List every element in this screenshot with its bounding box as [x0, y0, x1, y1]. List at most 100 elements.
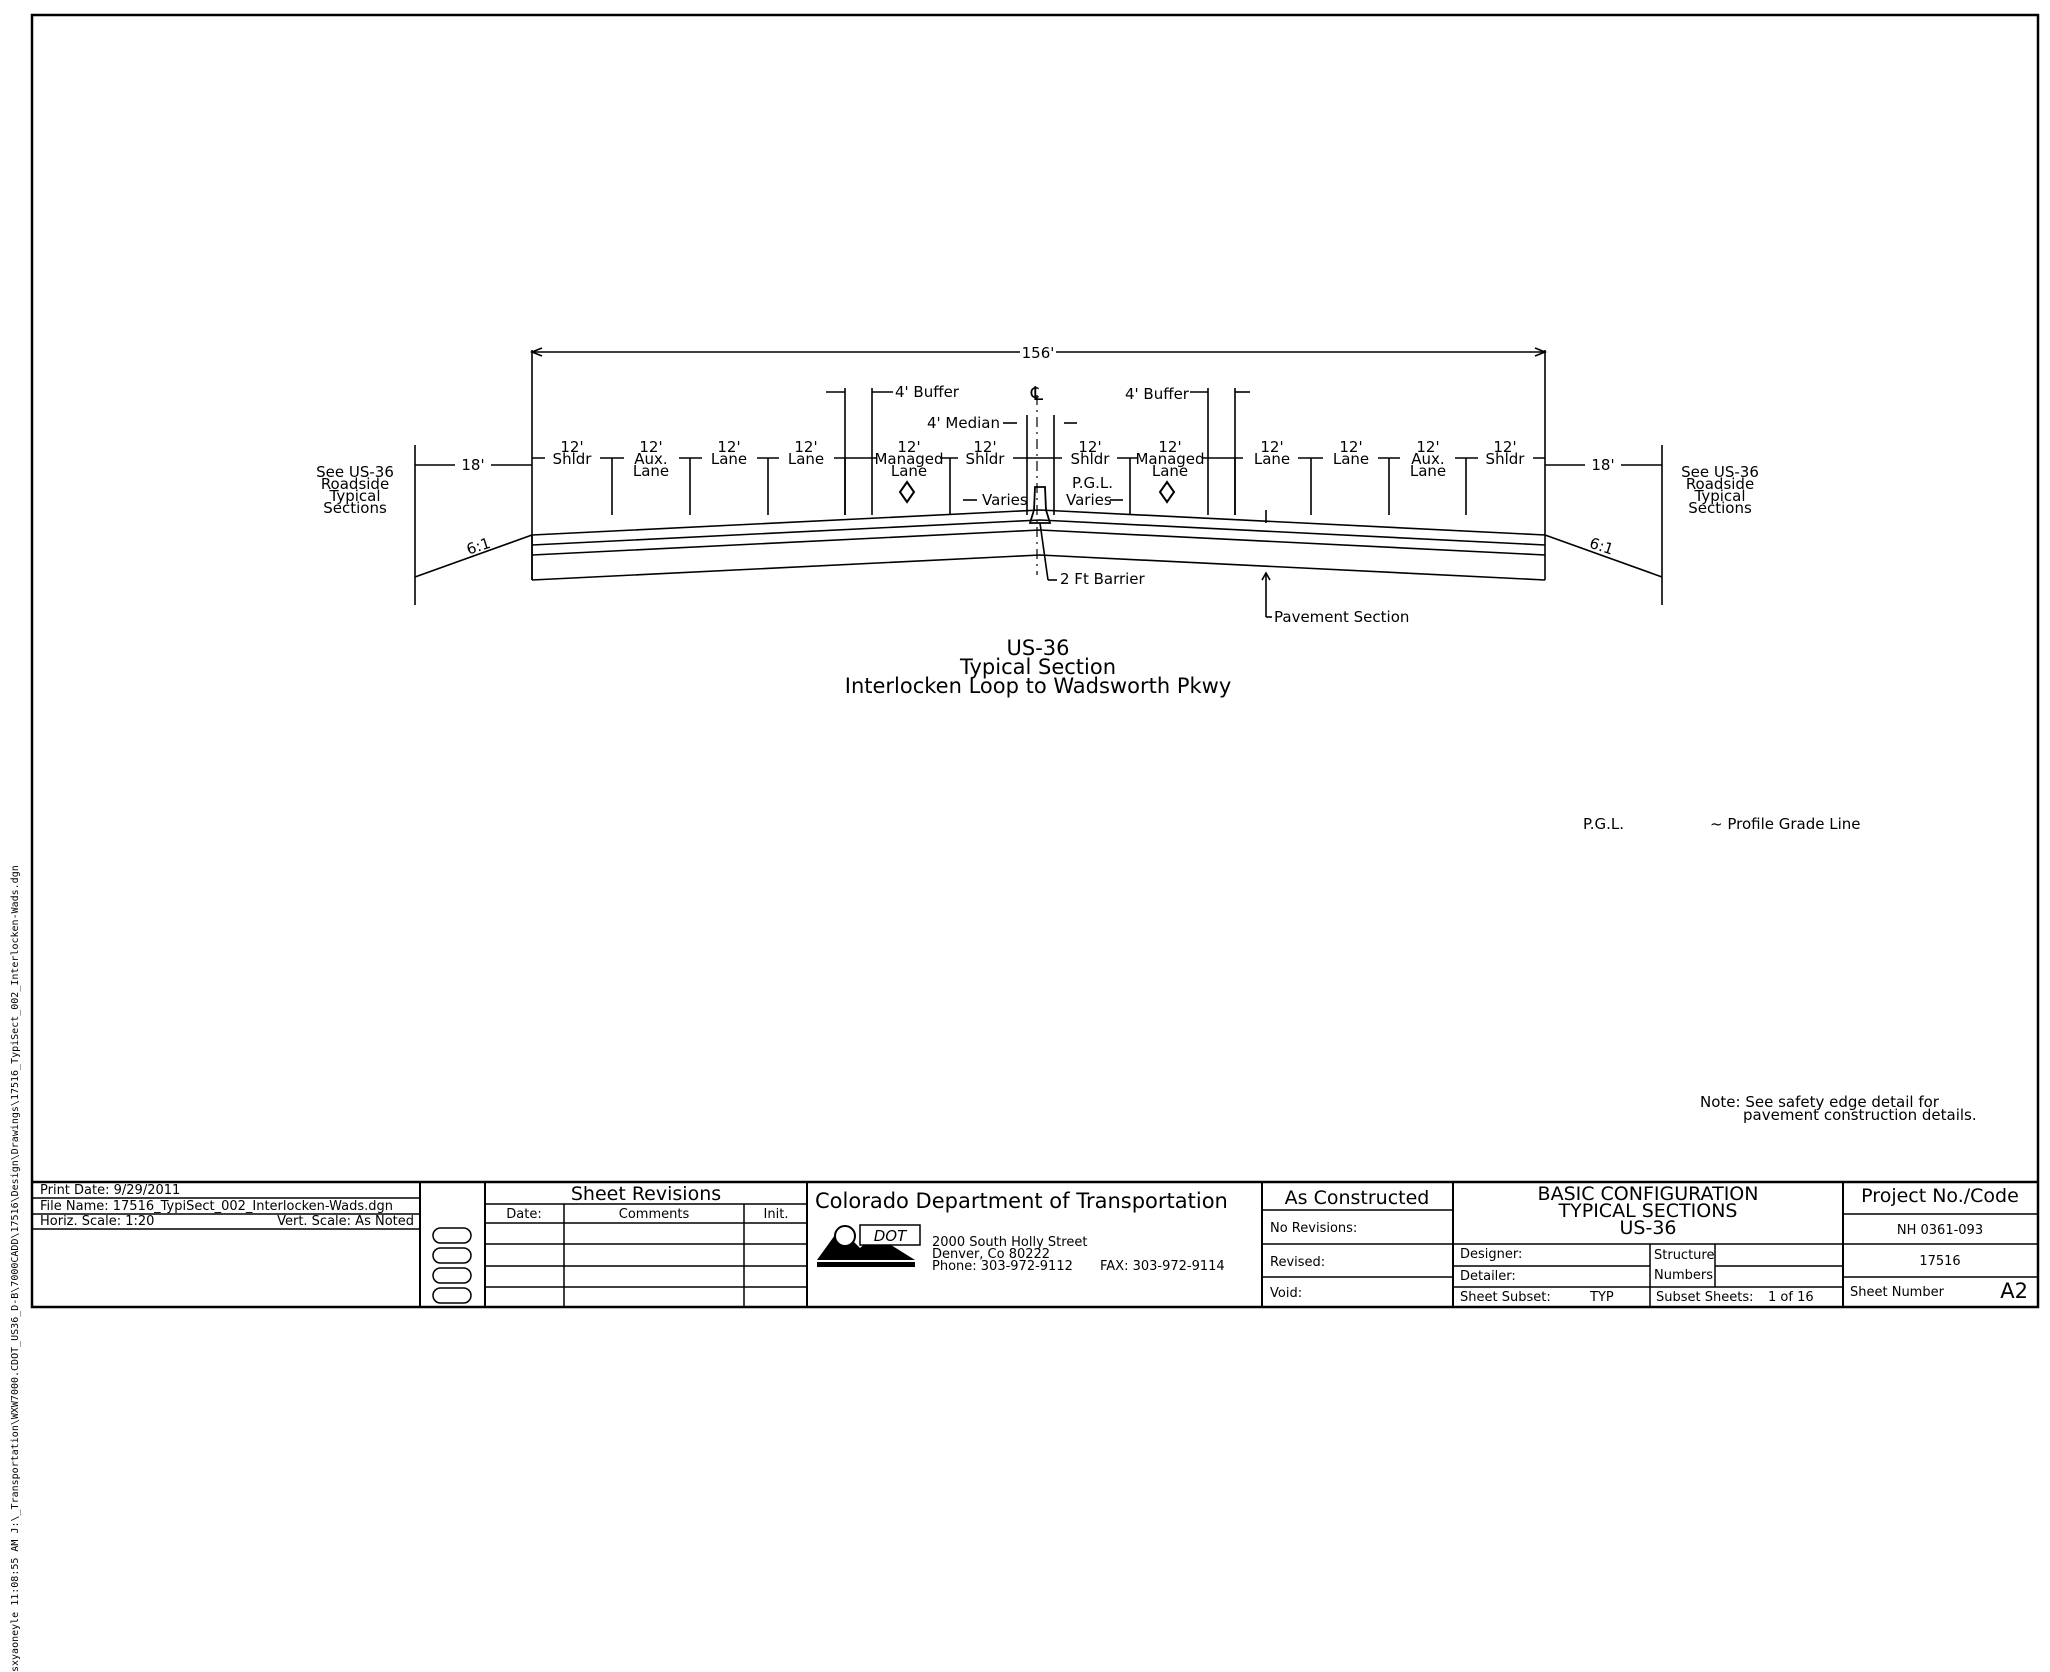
side-file-path: sxyaoneyle 11:08:55 AM J:\_Transportatio…	[10, 865, 21, 1672]
rev-init-header: Init.	[764, 1207, 789, 1222]
sheet-subset-value: TYP	[1589, 1290, 1614, 1305]
lane-11-name: Aux.	[1411, 450, 1444, 468]
lane-4-width: 12'	[794, 438, 817, 456]
centerline-symbol: ℄	[1030, 383, 1044, 405]
sheet-title-line-3: US-36	[1620, 1217, 1677, 1239]
revised-label: Revised:	[1270, 1255, 1325, 1270]
lane-10-name: Lane	[1333, 450, 1369, 468]
address-fax: FAX: 303-972-9114	[1100, 1259, 1225, 1274]
lane-11-name-2: Lane	[1410, 462, 1446, 480]
lane-5-name: Managed	[874, 450, 943, 468]
lane-8-name-2: Lane	[1152, 462, 1188, 480]
address-phone: Phone: 303-972-9112	[932, 1259, 1073, 1274]
designer-label: Designer:	[1460, 1247, 1522, 1262]
pgl-label: P.G.L.	[1072, 474, 1113, 492]
subset-sheets-label: Subset Sheets:	[1656, 1290, 1753, 1305]
varies-left-label: Varies	[982, 491, 1028, 509]
sheet-subset-label: Sheet Subset:	[1460, 1290, 1551, 1305]
lane-3-name: Lane	[711, 450, 747, 468]
sheet-number: A2	[2000, 1279, 2028, 1303]
svg-text:See US-36: See US-36	[1681, 463, 1759, 481]
sheet-title-line-1: BASIC CONFIGURATION	[1538, 1183, 1759, 1205]
svg-text:Typical: Typical	[1694, 487, 1746, 505]
horiz-scale: Horiz. Scale: 1:20	[40, 1214, 154, 1229]
buffer-right-label: 4' Buffer	[1125, 385, 1190, 403]
safety-edge-note: Note: See safety edge detail for	[1700, 1093, 1940, 1111]
sheet-revisions-title: Sheet Revisions	[571, 1183, 721, 1205]
left-offset-label: 18'	[461, 456, 484, 474]
rev-comments-header: Comments	[619, 1207, 690, 1222]
print-date: Print Date: 9/29/2011	[40, 1183, 180, 1198]
svg-text:Sections: Sections	[1688, 499, 1752, 517]
detailer-label: Detailer:	[1460, 1269, 1516, 1284]
sheet-number-label: Sheet Number	[1850, 1285, 1945, 1300]
project-code: 17516	[1919, 1254, 1960, 1269]
lane-9-width: 12'	[1260, 438, 1283, 456]
structure-label-2: Numbers	[1654, 1268, 1713, 1283]
sheet-border	[30, 13, 2040, 1309]
svg-text:Interlocken Loop to Wadsworth: Interlocken Loop to Wadsworth Pkwy	[845, 674, 1232, 698]
pavement-section-label: Pavement Section	[1274, 608, 1409, 626]
section-title: US-36 Typical Section Interlocken Loop t…	[845, 636, 1232, 698]
no-revisions-label: No Revisions:	[1270, 1221, 1357, 1236]
safety-edge-note-2: pavement construction details.	[1743, 1106, 1977, 1124]
svg-text:See US-36: See US-36	[316, 463, 394, 481]
left-slope-label: 6:1	[464, 534, 493, 559]
structure-label-1: Structure	[1654, 1248, 1714, 1263]
legend-text: ~ Profile Grade Line	[1710, 815, 1861, 833]
cdot-logo: DOT	[817, 1224, 921, 1267]
lane-3-width: 12'	[717, 438, 740, 456]
right-slope-label: 6:1	[1587, 534, 1616, 559]
vert-scale: Vert. Scale: As Noted	[277, 1214, 414, 1229]
median-label: 4' Median	[927, 414, 1000, 432]
svg-text:Typical: Typical	[329, 487, 381, 505]
typical-section-drawing: 156' ℄ 4' Buffer 4' Buffer 4' Median 18'…	[30, 13, 2040, 1309]
lane-5-name-2: Lane	[891, 462, 927, 480]
address-line-1: 2000 South Holly Street	[932, 1235, 1087, 1250]
lane-7-width: 12'	[1078, 438, 1101, 456]
lane-2-name-2: Lane	[633, 462, 669, 480]
lane-1-name: Shldr	[553, 450, 593, 468]
lane-9-name: Lane	[1254, 450, 1290, 468]
svg-text:DOT: DOT	[874, 1227, 908, 1245]
lane-10-width: 12'	[1339, 438, 1362, 456]
lane-4-name: Lane	[788, 450, 824, 468]
svg-text:Sections: Sections	[323, 499, 387, 517]
lane-2-name: Aux.	[634, 450, 667, 468]
svg-text:Typical Section: Typical Section	[959, 655, 1116, 679]
lane-8-name: Managed	[1135, 450, 1204, 468]
title-block	[32, 1180, 2038, 1307]
rev-date-header: Date:	[506, 1207, 541, 1222]
lane-2-width: 12'	[639, 438, 662, 456]
project-number: NH 0361-093	[1897, 1223, 1983, 1238]
lane-5-width: 12'	[897, 438, 920, 456]
svg-text:Roadside: Roadside	[321, 475, 389, 493]
file-name: File Name: 17516_TypiSect_002_Interlocke…	[40, 1199, 393, 1214]
void-label: Void:	[1270, 1286, 1302, 1301]
lane-12-width: 12'	[1493, 438, 1516, 456]
lane-1-width: 12'	[560, 438, 583, 456]
lane-labels: 12' Shldr 12' Aux. Lane 12' Lane 12' Lan…	[545, 438, 1533, 480]
overall-width-label: 156'	[1022, 344, 1055, 362]
subset-sheets-value: 1 of 16	[1768, 1290, 1814, 1305]
svg-text:US-36: US-36	[1007, 636, 1070, 660]
as-constructed-title: As Constructed	[1285, 1187, 1430, 1209]
left-roadside-note: See US-36 Roadside Typical Sections	[316, 463, 394, 517]
lane-12-name: Shldr	[1486, 450, 1526, 468]
lane-11-width: 12'	[1416, 438, 1439, 456]
agency-name: Colorado Department of Transportation	[815, 1189, 1228, 1213]
address-line-2: Denver, Co 80222	[932, 1247, 1050, 1262]
svg-text:Roadside: Roadside	[1686, 475, 1754, 493]
project-header: Project No./Code	[1861, 1185, 2019, 1207]
legend-abbr: P.G.L.	[1583, 815, 1624, 833]
drawing-sheet: 156' ℄ 4' Buffer 4' Buffer 4' Median 18'…	[10, 13, 2040, 1672]
barrier-label: 2 Ft Barrier	[1060, 570, 1146, 588]
lane-6-name: Shldr	[966, 450, 1006, 468]
right-roadside-note: See US-36 Roadside Typical Sections	[1681, 463, 1759, 517]
lane-7-name: Shldr	[1071, 450, 1111, 468]
right-offset-label: 18'	[1591, 456, 1614, 474]
buffer-left-label: 4' Buffer	[895, 383, 960, 401]
lane-6-width: 12'	[973, 438, 996, 456]
varies-right-label: Varies	[1066, 491, 1112, 509]
lane-8-width: 12'	[1158, 438, 1181, 456]
